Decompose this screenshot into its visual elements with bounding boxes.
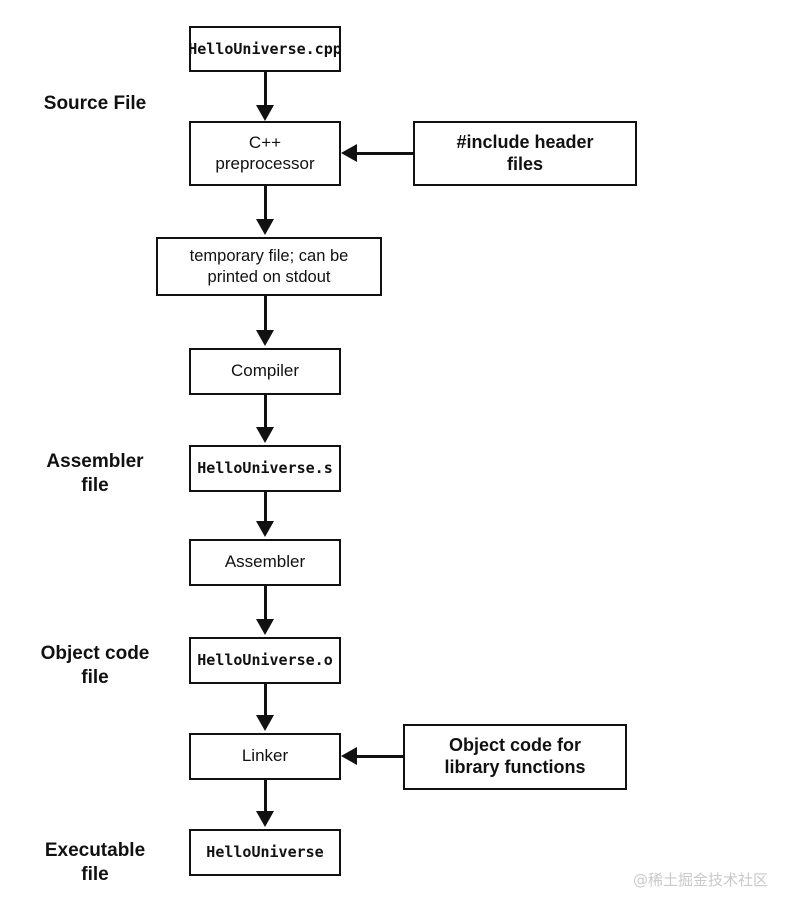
stage-label-object-code-file: Object code file (40, 643, 150, 688)
connector-hellouniverse-s-to-assembler (263, 492, 267, 523)
arrowhead-hellouniverse-o-to-linker (256, 715, 274, 731)
stage-label-source-file: Source File (43, 93, 147, 114)
connector-compiler-to-hellouniverse-s (263, 395, 267, 427)
arrowhead-linker-to-executable (256, 811, 274, 827)
arrowhead-preprocessor-to-tempfile (256, 219, 274, 235)
stage-label-assembler-file: Assembler file (46, 451, 144, 496)
node-hellouniverse-cpp: HelloUniverse.cpp (188, 26, 342, 72)
node-include-header-files: #include header files (413, 121, 637, 186)
node-hellouniverse-executable: HelloUniverse (189, 829, 341, 876)
arrowhead-compiler-to-hellouniverse-s (256, 427, 274, 443)
arrowhead-tempfile-to-compiler (256, 330, 274, 346)
node-cpp-preprocessor: C++ preprocessor (189, 121, 341, 186)
connector-tempfile-to-compiler (263, 296, 267, 332)
connector-include-to-preprocessor (357, 152, 415, 155)
connector-library-to-linker (357, 755, 405, 758)
arrowhead-library-to-linker (341, 747, 357, 765)
node-assembler: Assembler (189, 539, 341, 586)
connector-cpp-to-preprocessor (263, 72, 267, 108)
connector-linker-to-executable (263, 780, 267, 813)
arrowhead-hellouniverse-s-to-assembler (256, 521, 274, 537)
arrowhead-include-to-preprocessor (341, 144, 357, 162)
arrowhead-assembler-to-hellouniverse-o (256, 619, 274, 635)
node-library-object-code: Object code for library functions (403, 724, 627, 790)
stage-label-executable-file: Executable file (44, 840, 146, 885)
connector-assembler-to-hellouniverse-o (263, 586, 267, 621)
node-compiler: Compiler (189, 348, 341, 395)
watermark: @稀土掘金技术社区 (632, 871, 768, 889)
node-hellouniverse-o: HelloUniverse.o (189, 637, 341, 684)
arrowhead-cpp-to-preprocessor (256, 105, 274, 121)
node-temporary-file: temporary file; can be printed on stdout (156, 237, 382, 296)
connector-preprocessor-to-tempfile (263, 186, 267, 221)
node-linker: Linker (189, 733, 341, 780)
connector-hellouniverse-o-to-linker (263, 684, 267, 717)
node-hellouniverse-s: HelloUniverse.s (189, 445, 341, 492)
